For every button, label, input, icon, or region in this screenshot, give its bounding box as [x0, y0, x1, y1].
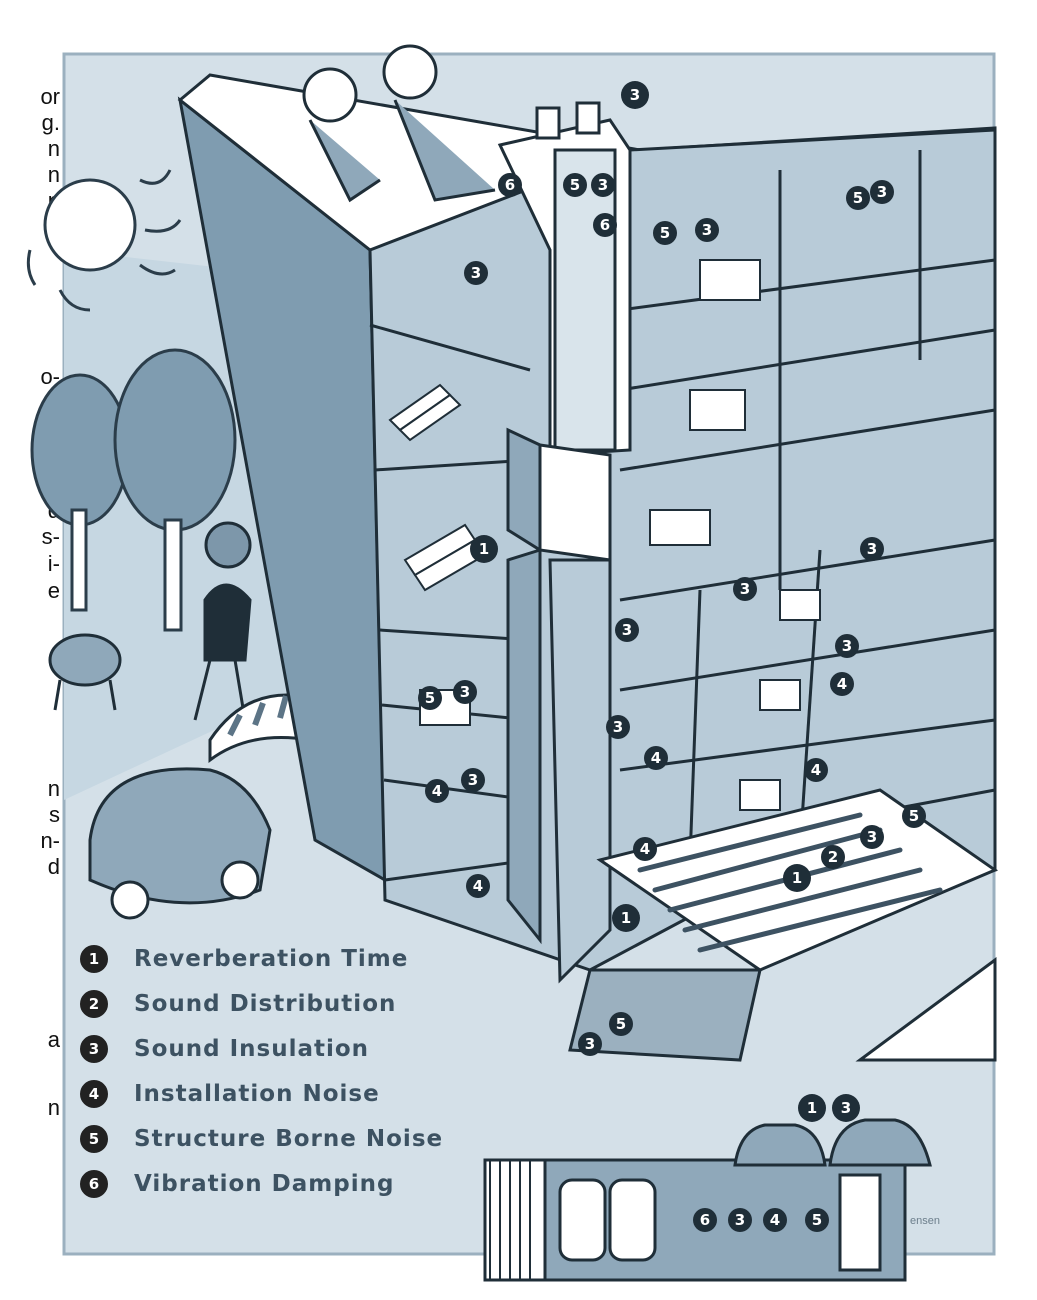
svg-text:6: 6 — [700, 1211, 710, 1229]
svg-text:3: 3 — [460, 683, 470, 701]
svg-text:3: 3 — [841, 1099, 851, 1117]
legend-number: 3 — [80, 1035, 108, 1063]
number-badge: 3 — [860, 537, 884, 561]
number-badge: 3 — [578, 1032, 602, 1056]
svg-text:3: 3 — [740, 580, 750, 598]
number-badge: 3 — [695, 218, 719, 242]
number-badge: 1 — [798, 1094, 826, 1122]
svg-text:3: 3 — [877, 183, 887, 201]
svg-text:5: 5 — [570, 176, 580, 194]
number-badge: 4 — [804, 758, 828, 782]
svg-text:4: 4 — [837, 675, 847, 693]
legend-label: Sound Distribution — [134, 991, 396, 1017]
svg-text:3: 3 — [630, 86, 640, 104]
svg-text:5: 5 — [425, 689, 435, 707]
svg-text:6: 6 — [600, 216, 610, 234]
svg-text:5: 5 — [812, 1211, 822, 1229]
svg-text:3: 3 — [468, 771, 478, 789]
number-badge: 5 — [653, 221, 677, 245]
number-badge: 3 — [464, 261, 488, 285]
number-badge: 4 — [830, 672, 854, 696]
svg-text:3: 3 — [867, 828, 877, 846]
legend-item: 2 Sound Distribution — [80, 981, 480, 1026]
number-badge: 3 — [733, 577, 757, 601]
legend-label: Installation Noise — [134, 1081, 380, 1107]
number-badge: 2 — [821, 845, 845, 869]
svg-text:3: 3 — [867, 540, 877, 558]
number-badge: 3 — [832, 1094, 860, 1122]
legend-number: 2 — [80, 990, 108, 1018]
svg-text:4: 4 — [811, 761, 821, 779]
legend-item: 1 Reverberation Time — [80, 936, 480, 981]
legend-item: 6 Vibration Damping — [80, 1161, 480, 1206]
svg-text:3: 3 — [842, 637, 852, 655]
svg-text:4: 4 — [770, 1211, 780, 1229]
svg-text:4: 4 — [432, 782, 442, 800]
svg-text:1: 1 — [621, 909, 631, 927]
svg-text:2: 2 — [828, 848, 838, 866]
number-badge: 3 — [728, 1208, 752, 1232]
svg-text:4: 4 — [640, 840, 650, 858]
legend-number: 1 — [80, 945, 108, 973]
number-badge: 3 — [591, 173, 615, 197]
number-badge: 3 — [860, 825, 884, 849]
artist-signature: ensen — [910, 1215, 940, 1227]
legend-label: Vibration Damping — [134, 1171, 394, 1197]
number-badge: 5 — [846, 186, 870, 210]
number-badge: 5 — [609, 1012, 633, 1036]
legend-item: 3 Sound Insulation — [80, 1026, 480, 1071]
number-badge: 5 — [418, 686, 442, 710]
svg-text:5: 5 — [616, 1015, 626, 1033]
svg-text:1: 1 — [479, 540, 489, 558]
number-badge: 5 — [563, 173, 587, 197]
number-badge: 3 — [621, 81, 649, 109]
svg-text:4: 4 — [473, 877, 483, 895]
number-badge: 4 — [763, 1208, 787, 1232]
number-badge: 4 — [425, 779, 449, 803]
legend-label: Sound Insulation — [134, 1036, 369, 1062]
number-badge: 3 — [461, 768, 485, 792]
svg-text:3: 3 — [613, 718, 623, 736]
svg-text:4: 4 — [651, 749, 661, 767]
number-badge: 6 — [498, 173, 522, 197]
number-badge: 1 — [783, 864, 811, 892]
legend-item: 5 Structure Borne Noise — [80, 1116, 480, 1161]
svg-text:3: 3 — [735, 1211, 745, 1229]
legend-number: 6 — [80, 1170, 108, 1198]
legend: 1 Reverberation Time 2 Sound Distributio… — [80, 936, 480, 1206]
svg-text:3: 3 — [622, 621, 632, 639]
svg-text:1: 1 — [792, 869, 802, 887]
svg-text:3: 3 — [598, 176, 608, 194]
svg-text:5: 5 — [909, 807, 919, 825]
svg-text:3: 3 — [471, 264, 481, 282]
number-badge: 6 — [693, 1208, 717, 1232]
number-badge: 5 — [902, 804, 926, 828]
number-badge: 4 — [633, 837, 657, 861]
svg-text:3: 3 — [585, 1035, 595, 1053]
svg-text:6: 6 — [505, 176, 515, 194]
number-badge: 1 — [612, 904, 640, 932]
legend-item: 4 Installation Noise — [80, 1071, 480, 1116]
svg-text:3: 3 — [702, 221, 712, 239]
legend-label: Reverberation Time — [134, 946, 408, 972]
number-badge: 3 — [606, 715, 630, 739]
svg-text:5: 5 — [660, 224, 670, 242]
number-badge: 1 — [470, 535, 498, 563]
legend-number: 5 — [80, 1125, 108, 1153]
svg-text:5: 5 — [853, 189, 863, 207]
number-badge: 4 — [644, 746, 668, 770]
number-badge: 3 — [453, 680, 477, 704]
number-badge: 6 — [593, 213, 617, 237]
svg-text:1: 1 — [807, 1099, 817, 1117]
number-badge: 3 — [615, 618, 639, 642]
legend-label: Structure Borne Noise — [134, 1126, 443, 1152]
number-badge: 3 — [870, 180, 894, 204]
legend-number: 4 — [80, 1080, 108, 1108]
number-badge: 5 — [805, 1208, 829, 1232]
number-badge: 4 — [466, 874, 490, 898]
number-badge: 3 — [835, 634, 859, 658]
